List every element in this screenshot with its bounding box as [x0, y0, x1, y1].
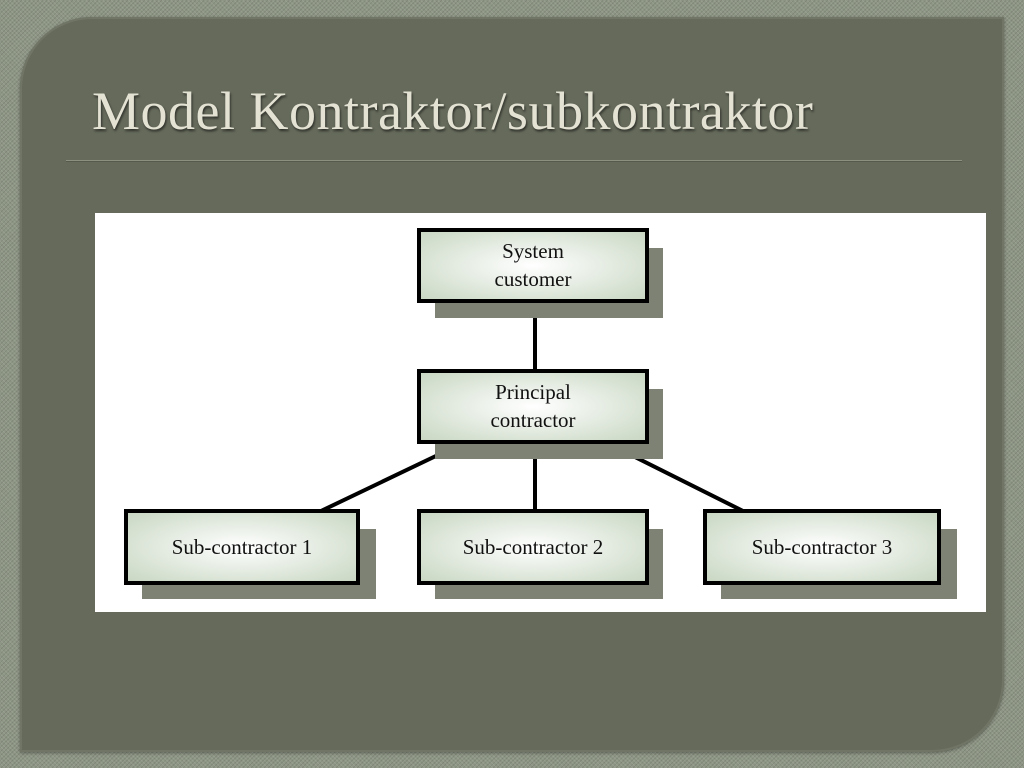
node-label-line1: Principal: [495, 380, 571, 404]
node-box: [703, 509, 941, 585]
svg-text:contractor: contractor: [490, 408, 575, 432]
title-divider: [66, 160, 962, 161]
node-label-line2: customer: [495, 267, 572, 291]
node-label: Sub-contractor 3: [752, 535, 893, 559]
diagram-canvas: System customer Principal contractor Sub…: [95, 213, 986, 612]
node-label: Sub-contractor 2: [463, 535, 604, 559]
node-sub-contractor-2: Sub-contractor 2: [417, 509, 663, 599]
svg-text:System: System: [502, 239, 564, 263]
node-label-line1: System: [502, 239, 564, 263]
node-system-customer: System customer: [417, 228, 663, 318]
svg-text:customer: customer: [495, 267, 572, 291]
node-box: [417, 228, 649, 303]
node-label: Sub-contractor 1: [172, 535, 313, 559]
svg-text:Principal: Principal: [495, 380, 571, 404]
node-label-line2: contractor: [490, 408, 575, 432]
node-box: [417, 369, 649, 444]
node-sub-contractor-3: Sub-contractor 3: [703, 509, 957, 599]
slide-title: Model Kontraktor/subkontraktor: [92, 81, 814, 141]
hierarchy-diagram: System customer Principal contractor Sub…: [124, 228, 957, 599]
node-sub-contractor-1: Sub-contractor 1: [124, 509, 376, 599]
node-principal-contractor: Principal contractor: [417, 369, 663, 459]
node-box: [124, 509, 360, 585]
node-box: [417, 509, 649, 585]
